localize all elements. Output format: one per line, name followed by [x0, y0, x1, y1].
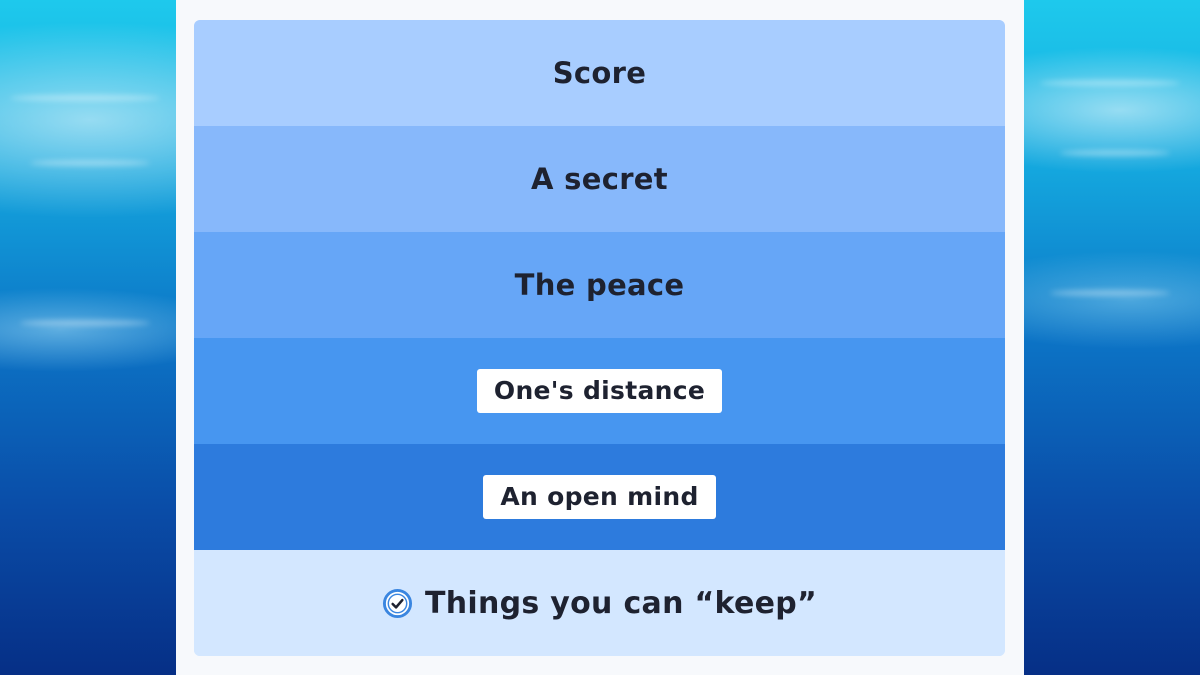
answer-row-5: An open mind: [194, 444, 1005, 550]
answer-text-peace: The peace: [514, 268, 685, 302]
answer-text-score: Score: [552, 56, 647, 90]
answer-chip-distance[interactable]: One's distance: [476, 369, 723, 413]
answer-row-4: One's distance: [194, 338, 1005, 444]
check-circle-icon: [382, 588, 413, 619]
answer-chip-open-mind[interactable]: An open mind: [483, 475, 716, 519]
answer-board: Score A secret The peace One's distance …: [194, 20, 1005, 656]
answer-row-2: A secret: [194, 126, 1005, 232]
answer-row-1: Score: [194, 20, 1005, 126]
answer-text-secret: A secret: [531, 162, 668, 196]
category-footer: Things you can “keep”: [194, 550, 1005, 656]
category-title: Things you can “keep”: [424, 585, 818, 621]
answer-row-3: The peace: [194, 232, 1005, 338]
